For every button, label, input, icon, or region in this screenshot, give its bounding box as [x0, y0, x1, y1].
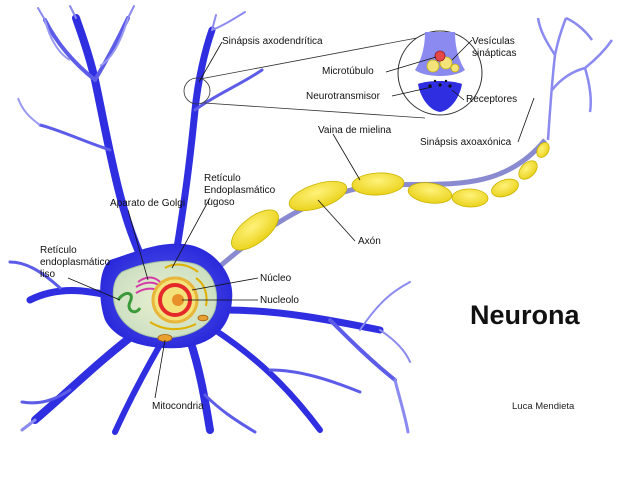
- label-receptores: Receptores: [466, 94, 517, 105]
- label-nucleolo: Nucleolo: [260, 295, 299, 306]
- label-nucleo: Núcleo: [260, 273, 292, 284]
- label-vaina-mielina: Vaina de mielina: [318, 125, 392, 136]
- label-vesiculas-line1: Vesículas: [472, 36, 515, 47]
- label-axon: Axón: [358, 236, 381, 247]
- label-neurotransmisor: Neurotransmisor: [306, 91, 381, 102]
- label-sinapsis-axodendritica: Sinápsis axodendrítica: [222, 36, 323, 47]
- label-reticulo-liso-line1: Retículo: [40, 245, 77, 256]
- label-reticulo-rugoso-line3: rugoso: [204, 197, 235, 208]
- labels: Sinápsis axodendrítica Vesículas sinápti…: [40, 36, 517, 412]
- dendrite-tips: [17, 17, 129, 126]
- diagram-title: Neurona: [470, 300, 581, 330]
- soma: [100, 243, 233, 349]
- label-reticulo-rugoso-line2: Endoplasmático: [204, 185, 276, 196]
- label-sinapsis-axoaxonica: Sinápsis axoaxónica: [420, 137, 512, 148]
- axon: [208, 16, 614, 277]
- myelin-sheath: [231, 142, 550, 251]
- label-reticulo-liso-line2: endoplasmático: [40, 257, 110, 268]
- label-vesiculas-line2: sinápticas: [472, 48, 516, 59]
- leader-lines: [67, 39, 535, 399]
- synapse-zoom: [183, 30, 483, 119]
- label-reticulo-rugoso-line1: Retículo: [204, 173, 241, 184]
- label-reticulo-liso-line3: liso: [40, 269, 55, 280]
- label-mitocondria: Mitocondria: [152, 401, 204, 412]
- author-credit: Luca Mendieta: [512, 401, 575, 412]
- label-aparato-golgi: Aparato de Golgi: [110, 198, 185, 209]
- label-microtubulo: Microtúbulo: [322, 66, 374, 77]
